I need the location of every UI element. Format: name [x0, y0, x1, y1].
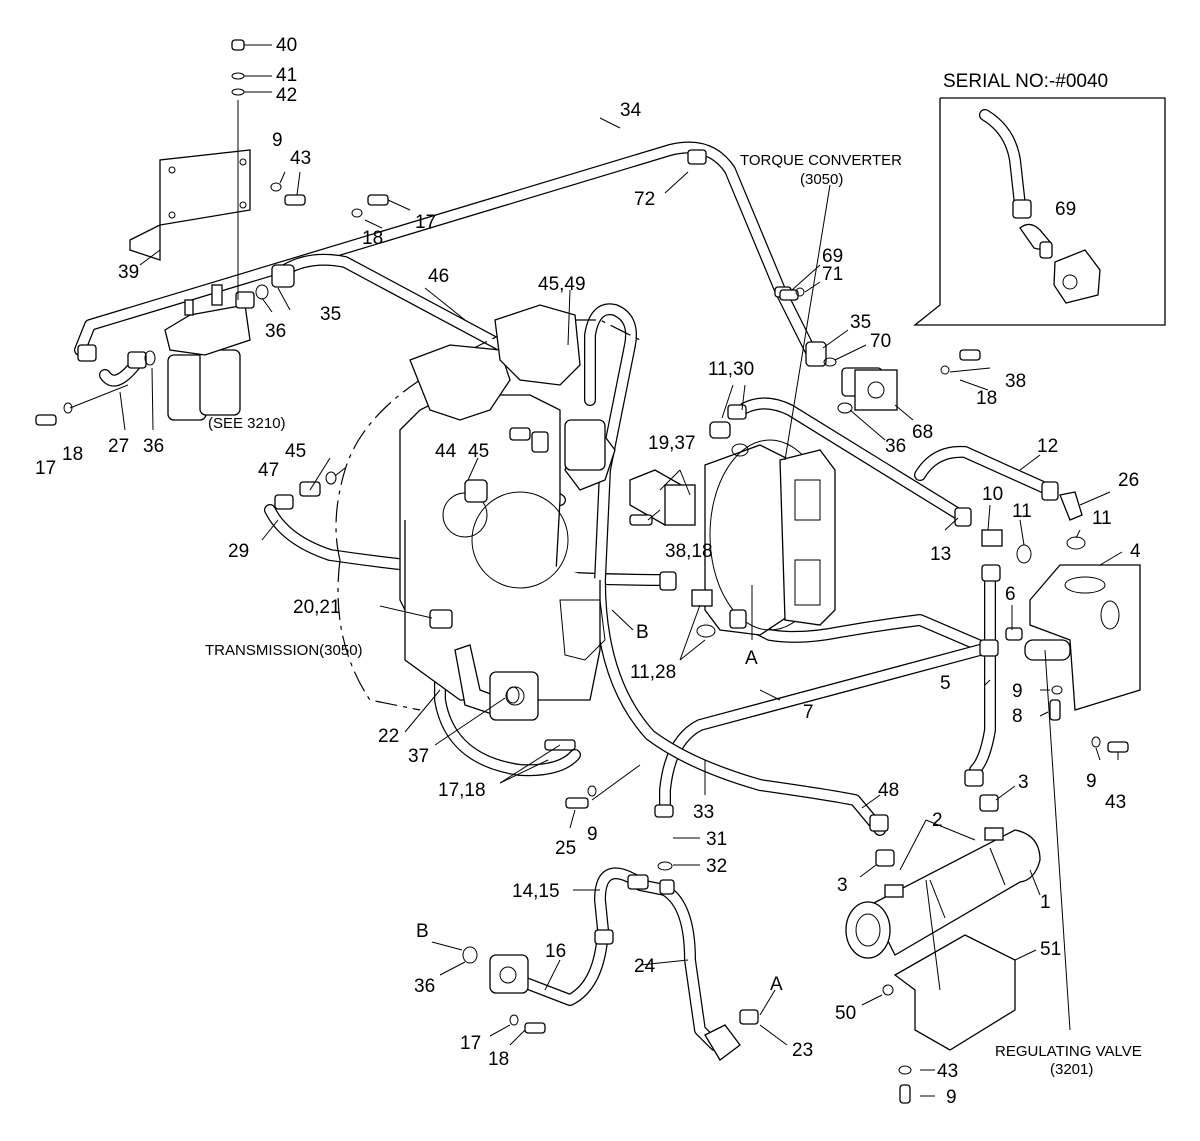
- callout-31: 31: [706, 829, 727, 850]
- callout-9: 9: [946, 1087, 957, 1108]
- callout-38-18: 38,18: [665, 541, 713, 562]
- callout-19-37: 19,37: [648, 433, 696, 454]
- callout-6: 6: [1005, 584, 1016, 605]
- callout-17: 17: [35, 458, 56, 479]
- callout-35: 35: [320, 304, 341, 325]
- callout-50: 50: [835, 1003, 856, 1024]
- callout-34: 34: [620, 100, 642, 121]
- callout-11-30: 11,30: [708, 359, 754, 380]
- callout-11: 11: [1092, 508, 1112, 529]
- callout-27: 27: [108, 436, 129, 457]
- callout-69: 69: [1055, 199, 1076, 220]
- callout-B: B: [416, 921, 429, 942]
- callout-37: 37: [408, 746, 429, 767]
- callout-B: B: [636, 622, 649, 643]
- regulating-valve-caption: REGULATING VALVE: [995, 1043, 1142, 1060]
- callout-3: 3: [837, 875, 848, 896]
- callout-71: 71: [822, 264, 843, 285]
- callout-41: 41: [276, 65, 297, 86]
- callout-20-21: 20,21: [293, 597, 341, 618]
- callout-26: 26: [1118, 470, 1139, 491]
- callout-18: 18: [62, 444, 83, 465]
- callout-A: A: [770, 974, 783, 995]
- callout-18: 18: [976, 388, 997, 409]
- valve-bracket: [1024, 564, 1141, 711]
- callout-3: 3: [1018, 772, 1029, 793]
- callout-45: 45: [468, 441, 489, 462]
- see-3210-caption: (SEE 3210): [208, 415, 286, 432]
- callout-17: 17: [415, 212, 436, 233]
- callout-46: 46: [428, 266, 449, 287]
- callout-10: 10: [982, 484, 1003, 505]
- callout-48: 48: [878, 780, 899, 801]
- callout-36: 36: [885, 436, 906, 457]
- callout-17: 17: [460, 1033, 481, 1054]
- callout-44: 44: [435, 441, 457, 462]
- callout-32: 32: [706, 856, 727, 877]
- callout-23: 23: [792, 1040, 813, 1061]
- callout-11: 11: [1012, 501, 1032, 522]
- leader-lines: [69, 44, 1123, 1097]
- captions: TORQUE CONVERTER (3050) (SEE 3210) TRANS…: [205, 152, 1142, 1078]
- oil-cooler: [845, 827, 1041, 1051]
- torque-converter-caption: TORQUE CONVERTER: [740, 152, 902, 169]
- callout-51: 51: [1040, 939, 1061, 960]
- callout-8: 8: [1012, 706, 1023, 727]
- regulating-valve-ref: (3201): [1050, 1061, 1093, 1078]
- callout-45: 45: [285, 441, 306, 462]
- callout-43: 43: [937, 1061, 958, 1082]
- serial-inset: SERIAL NO:-#0040: [913, 71, 1166, 326]
- callout-47: 47: [258, 460, 279, 481]
- callout-9: 9: [587, 824, 598, 845]
- callout-36: 36: [414, 976, 435, 997]
- callout-12: 12: [1037, 436, 1058, 457]
- callout-5: 5: [940, 673, 951, 694]
- callout-70: 70: [870, 331, 891, 352]
- callout-11-28: 11,28: [630, 662, 676, 683]
- callout-35: 35: [850, 312, 871, 333]
- callout-42: 42: [276, 85, 297, 106]
- callout-1: 1: [1040, 892, 1051, 913]
- callout-17-18: 17,18: [438, 780, 486, 801]
- callout-40: 40: [276, 35, 297, 56]
- callout-16: 16: [545, 941, 566, 962]
- callout-29: 29: [228, 541, 249, 562]
- torque-converter-ref: (3050): [800, 171, 843, 188]
- callout-13: 13: [930, 544, 951, 565]
- filter-assembly: [129, 149, 251, 421]
- callout-36: 36: [143, 436, 164, 457]
- callout-A: A: [745, 648, 758, 669]
- callout-25: 25: [555, 838, 576, 859]
- callout-18: 18: [488, 1049, 509, 1070]
- callout-numbers: 40 41 42 9 43 17 18 34 72 39 46 35 36 45…: [35, 35, 1141, 1108]
- callout-68: 68: [912, 422, 933, 443]
- transmission-caption: TRANSMISSION(3050): [205, 642, 363, 659]
- transmission-housing: [335, 304, 641, 721]
- callout-14-15: 14,15: [512, 881, 560, 902]
- callout-39: 39: [118, 262, 139, 283]
- callout-7: 7: [803, 702, 814, 723]
- callout-9: 9: [1012, 681, 1023, 702]
- fittings: [35, 39, 1129, 1104]
- callout-2: 2: [932, 810, 943, 831]
- callout-9: 9: [1086, 771, 1097, 792]
- serial-note: SERIAL NO:-#0040: [943, 71, 1108, 92]
- callout-4: 4: [1130, 541, 1141, 562]
- callout-9: 9: [272, 130, 283, 151]
- callout-18: 18: [362, 228, 383, 249]
- callout-43: 43: [1105, 792, 1126, 813]
- callout-45-49: 45,49: [538, 274, 586, 295]
- callout-72: 72: [634, 189, 655, 210]
- callout-43: 43: [290, 148, 311, 169]
- callout-22: 22: [378, 726, 399, 747]
- callout-36: 36: [265, 321, 286, 342]
- torque-converter-housing: [629, 439, 836, 636]
- callout-33: 33: [693, 802, 714, 823]
- callout-69: 69: [822, 246, 843, 267]
- callout-38: 38: [1005, 371, 1026, 392]
- callout-24: 24: [634, 956, 656, 977]
